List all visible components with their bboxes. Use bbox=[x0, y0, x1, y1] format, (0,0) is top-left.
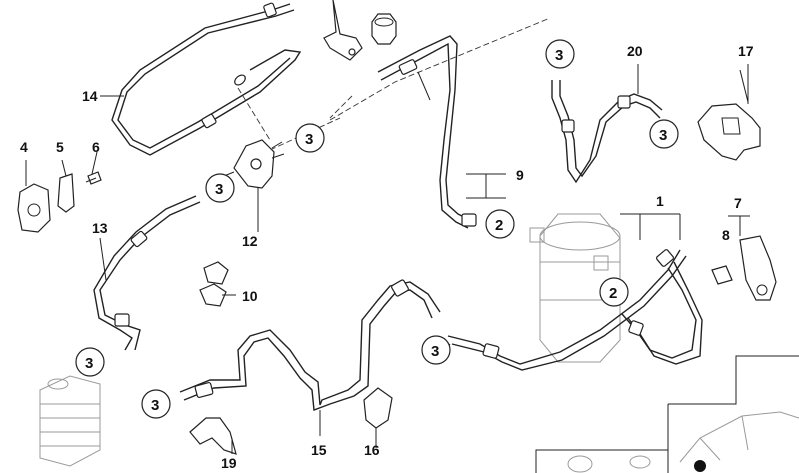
hose-part-15 bbox=[179, 279, 441, 411]
callout-3-hose-15: 3 bbox=[141, 389, 171, 419]
callout-3-hose-20-top: 3 bbox=[545, 39, 575, 69]
label-16: 16 bbox=[364, 442, 380, 458]
callout-3-hose-20-end: 3 bbox=[649, 119, 679, 149]
oil-cooler-ghost bbox=[39, 375, 101, 467]
label-20: 20 bbox=[627, 43, 643, 59]
small-inset bbox=[535, 449, 668, 473]
label-13: 13 bbox=[92, 220, 108, 236]
clamp-part-19 bbox=[189, 417, 237, 455]
callout-2-pipe-9: 2 bbox=[485, 209, 515, 239]
pipe-part-9 bbox=[377, 35, 477, 229]
hose-part-13 bbox=[93, 195, 201, 351]
svg-text:3: 3 bbox=[305, 131, 313, 148]
callout-circles: 3 3 3 3 3 3 3 2 bbox=[75, 39, 679, 419]
bracket-part-7 bbox=[739, 235, 777, 301]
label-4: 4 bbox=[20, 139, 28, 155]
label-19: 19 bbox=[221, 455, 237, 471]
vehicle-inset bbox=[667, 355, 799, 473]
label-10: 10 bbox=[242, 288, 258, 304]
label-17: 17 bbox=[738, 43, 754, 59]
svg-text:3: 3 bbox=[659, 127, 667, 144]
label-5: 5 bbox=[56, 139, 64, 155]
svg-text:2: 2 bbox=[609, 285, 617, 302]
label-6: 6 bbox=[92, 139, 100, 155]
hose-part-20 bbox=[551, 80, 663, 184]
sensor-part-17 bbox=[697, 69, 761, 161]
label-1: 1 bbox=[656, 193, 664, 209]
label-14: 14 bbox=[82, 88, 98, 104]
screw-part-6 bbox=[85, 171, 102, 185]
bracket-part-4 bbox=[17, 183, 51, 233]
callout-3-hose-14: 3 bbox=[295, 123, 325, 153]
callout-3-lower-left: 3 bbox=[75, 347, 105, 377]
leader-lines bbox=[25, 64, 750, 454]
svg-text:3: 3 bbox=[151, 397, 159, 414]
part-labels: 14 4 5 6 13 12 10 9 1 7 8 20 17 15 16 19 bbox=[20, 43, 754, 471]
label-12: 12 bbox=[242, 233, 258, 249]
bracket-top bbox=[323, 0, 363, 61]
label-8: 8 bbox=[722, 227, 730, 243]
svg-text:3: 3 bbox=[215, 181, 223, 198]
svg-text:3: 3 bbox=[555, 47, 563, 64]
callout-2-hose-1: 2 bbox=[599, 277, 629, 307]
svg-text:2: 2 bbox=[495, 217, 503, 234]
hose-part-14 bbox=[111, 2, 302, 156]
clip-part-5 bbox=[57, 173, 75, 213]
clips-part-10 bbox=[199, 261, 229, 307]
label-15: 15 bbox=[311, 442, 327, 458]
valve-part-12 bbox=[223, 139, 285, 228]
label-7: 7 bbox=[734, 195, 742, 211]
callout-3-hose-13: 3 bbox=[205, 173, 235, 203]
svg-text:3: 3 bbox=[85, 355, 93, 372]
connector-part-8 bbox=[711, 265, 733, 285]
hose-part-1 bbox=[447, 249, 703, 371]
clip-part-16 bbox=[363, 387, 393, 440]
callout-3-hose-1: 3 bbox=[421, 335, 451, 365]
fluid-reservoir-ghost bbox=[529, 213, 621, 363]
cap-nut bbox=[371, 13, 397, 45]
svg-text:3: 3 bbox=[431, 343, 439, 360]
label-9: 9 bbox=[516, 167, 524, 183]
